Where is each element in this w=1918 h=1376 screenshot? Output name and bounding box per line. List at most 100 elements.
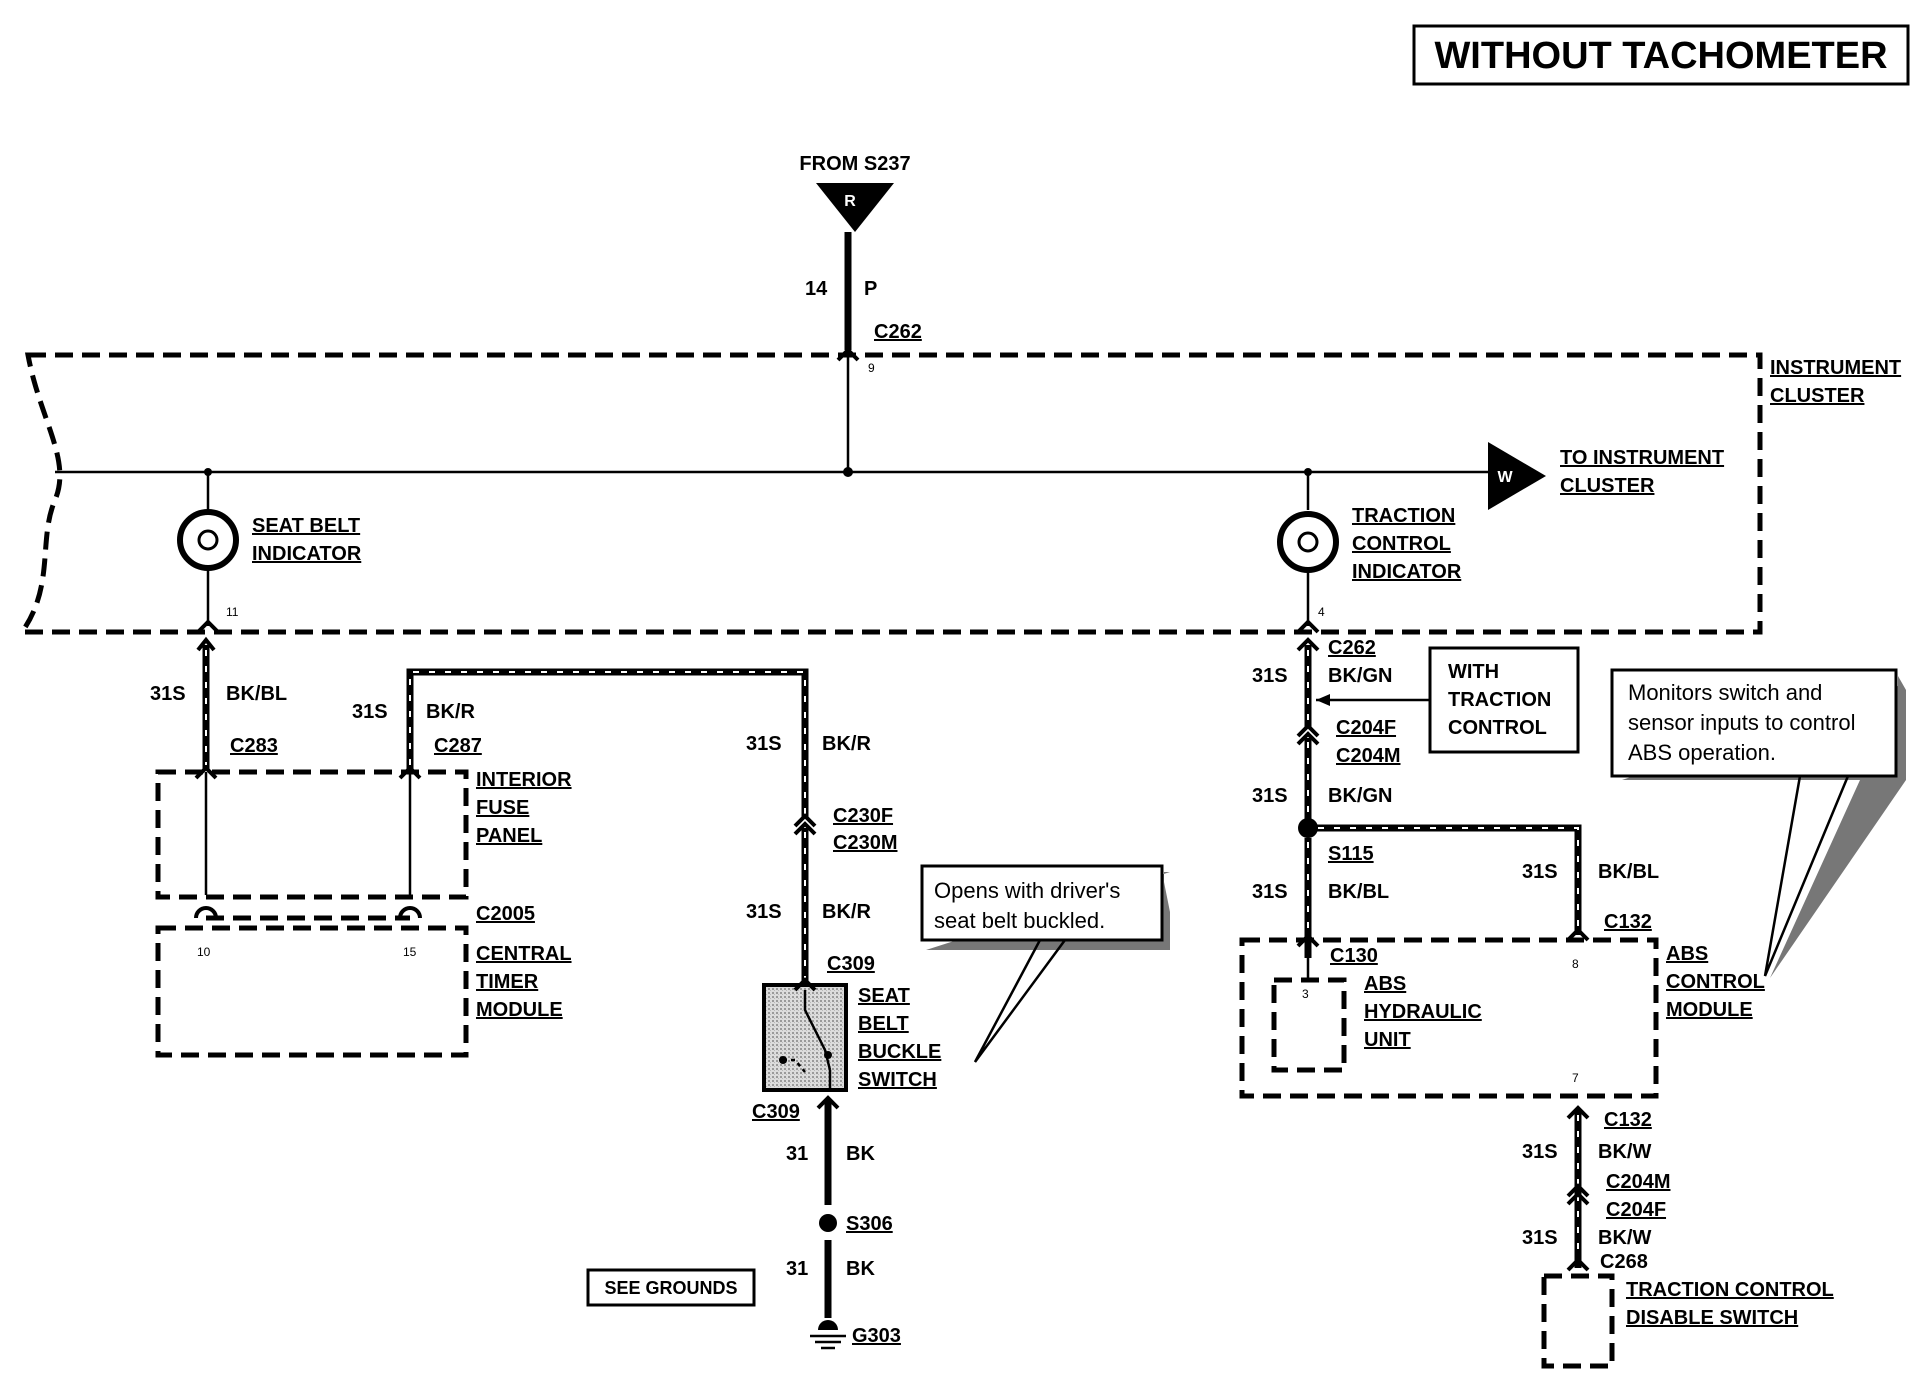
to-instrument-cluster-1: TO INSTRUMENT (1560, 447, 1724, 469)
ctm-label-3: MODULE (476, 999, 563, 1021)
instrument-cluster-label-1: INSTRUMENT (1770, 357, 1901, 379)
traction-indicator-label-3: INDICATOR (1352, 561, 1462, 583)
c230f-label: C230F (833, 805, 893, 827)
w-left-gauge-1: 31S (150, 683, 186, 705)
c262-top-connector: C262 (874, 321, 922, 343)
c130-pin: 3 (1302, 987, 1309, 1001)
c283-label: C283 (230, 735, 278, 757)
instrument-cluster-label-2: CLUSTER (1770, 385, 1865, 407)
abs-module-label-3: MODULE (1666, 999, 1753, 1021)
title-box: WITHOUT TACHOMETER (1412, 24, 1910, 86)
fuse-panel-label-3: PANEL (476, 825, 542, 847)
callout-abs-line-2: sensor inputs to control (1628, 710, 1855, 735)
diagram-title: WITHOUT TACHOMETER (1434, 35, 1887, 77)
seat-belt-indicator-lamp-icon (177, 509, 239, 571)
with-traction-line-1: WITH (1448, 661, 1499, 683)
c132-pin-7: 7 (1572, 1071, 1579, 1085)
traction-control-disable-switch: TRACTION CONTROL DISABLE SWITCH (1541, 1273, 1834, 1369)
w-right-gauge-1: 31S (1252, 665, 1288, 687)
w-right-color-6: BK/W (1598, 1227, 1651, 1249)
fuse-panel-label-2: FUSE (476, 797, 529, 819)
w-right-gauge-2: 31S (1252, 785, 1288, 807)
w-right-gauge-3: 31S (1252, 881, 1288, 903)
left-branch: 31S BK/BL C283 31S BK/R C287 31S BK/R C2… (150, 645, 941, 1350)
c309-bottom-label: C309 (752, 1101, 800, 1123)
s306-splice-dot (819, 1214, 837, 1232)
see-grounds-link[interactable]: SEE GROUNDS (604, 1278, 737, 1298)
c132-top-label: C132 (1604, 911, 1652, 933)
w-right-color-1: BK/GN (1328, 665, 1392, 687)
c262-pin-9: 9 (868, 361, 875, 375)
w-right-gauge-4: 31S (1522, 861, 1558, 883)
seat-belt-pin: 11 (226, 605, 239, 619)
w-right-gauge-6: 31S (1522, 1227, 1558, 1249)
buckle-switch-label-3: BUCKLE (858, 1041, 941, 1063)
source-gauge: 14 (805, 278, 828, 300)
abs-hyd-label-2: HYDRAULIC (1364, 1001, 1482, 1023)
w-left-gauge-3: 31S (746, 733, 782, 755)
w-right-gauge-5: 31S (1522, 1141, 1558, 1163)
seat-belt-indicator-label-2: INDICATOR (252, 543, 362, 565)
from-s237-label: FROM S237 (799, 153, 910, 175)
s115-label: S115 (1328, 843, 1374, 865)
to-instrument-cluster-2: CLUSTER (1560, 475, 1655, 497)
traction-control-indicator-lamp-icon (1277, 511, 1339, 573)
abs-module-label-1: ABS (1666, 943, 1708, 965)
c204m-bottom-label: C204M (1606, 1171, 1670, 1193)
connector-symbols (194, 347, 1590, 1272)
with-traction-control-note: WITH TRACTION CONTROL (1316, 646, 1580, 754)
see-grounds-box[interactable] (586, 1268, 756, 1307)
w-left-color-4: BK/R (822, 901, 871, 923)
callout-abs-line-1: Monitors switch and (1628, 680, 1822, 705)
w-left-gauge-4: 31S (746, 901, 782, 923)
ctm-label-2: TIMER (476, 971, 539, 993)
interior-fuse-panel: INTERIOR FUSE PANEL (155, 769, 572, 900)
disable-switch-label-2: DISABLE SWITCH (1626, 1307, 1798, 1329)
source-triangle-icon (816, 183, 894, 232)
central-timer-module: C2005 10 15 CENTRAL TIMER MODULE (155, 903, 572, 1058)
traction-indicator-label-2: CONTROL (1352, 533, 1451, 555)
gnd-gauge-2: 31 (786, 1258, 808, 1280)
buckle-switch-label-2: BELT (858, 1013, 909, 1035)
w-left-color-3: BK/R (822, 733, 871, 755)
source-wire-color: P (864, 278, 877, 300)
right-branch: C262 31S BK/GN C204F C204M 31S BK/GN S11… (1252, 637, 1670, 1273)
callout-abs-line-3: ABS operation. (1628, 740, 1776, 765)
ctm-pin-15: 15 (403, 945, 417, 959)
callout-switch-line-1: Opens with driver's (934, 878, 1120, 903)
source-color-code: R (844, 193, 856, 210)
traction-indicator-label-1: TRACTION (1352, 505, 1455, 527)
w-left-gauge-2: 31S (352, 701, 388, 723)
c204m-label: C204M (1336, 745, 1400, 767)
c262-right-label: C262 (1328, 637, 1376, 659)
c230m-label: C230M (833, 832, 897, 854)
gnd-color-1: BK (846, 1143, 875, 1165)
buckle-switch-label-4: SWITCH (858, 1069, 937, 1091)
c204f-bottom-label: C204F (1606, 1199, 1666, 1221)
w-right-color-3: BK/BL (1328, 881, 1389, 903)
fuse-panel-label-1: INTERIOR (476, 769, 572, 791)
c309-top-label: C309 (827, 953, 875, 975)
abs-hyd-label-1: ABS (1364, 973, 1406, 995)
callout-switch-line-2: seat belt buckled. (934, 908, 1105, 933)
with-traction-line-2: TRACTION (1448, 689, 1551, 711)
instrument-cluster: INSTRUMENT CLUSTER W TO INSTRUMENT CLUST… (17, 352, 1901, 635)
w-right-color-4: BK/BL (1598, 861, 1659, 883)
c204f-label: C204F (1336, 717, 1396, 739)
c268-label: C268 (1600, 1251, 1648, 1273)
buckle-switch-label-1: SEAT (858, 985, 910, 1007)
abs-control-module: C130 3 8 7 ABS HYDRAULIC UNIT ABS CONTRO… (1239, 937, 1765, 1099)
disable-switch-label-1: TRACTION CONTROL (1626, 1279, 1834, 1301)
c287-label: C287 (434, 735, 482, 757)
seat-belt-indicator-label-1: SEAT BELT (252, 515, 360, 537)
to-cluster-code: W (1497, 469, 1513, 486)
abs-module-label-2: CONTROL (1666, 971, 1765, 993)
c132-bottom-label: C132 (1604, 1109, 1652, 1131)
traction-indicator-pin: 4 (1318, 605, 1325, 619)
abs-hyd-label-3: UNIT (1364, 1029, 1411, 1051)
c2005-label: C2005 (476, 903, 535, 925)
c130-label: C130 (1330, 945, 1378, 967)
callout-abs: Monitors switch and sensor inputs to con… (1610, 668, 1906, 978)
c132-pin-8: 8 (1572, 957, 1579, 971)
